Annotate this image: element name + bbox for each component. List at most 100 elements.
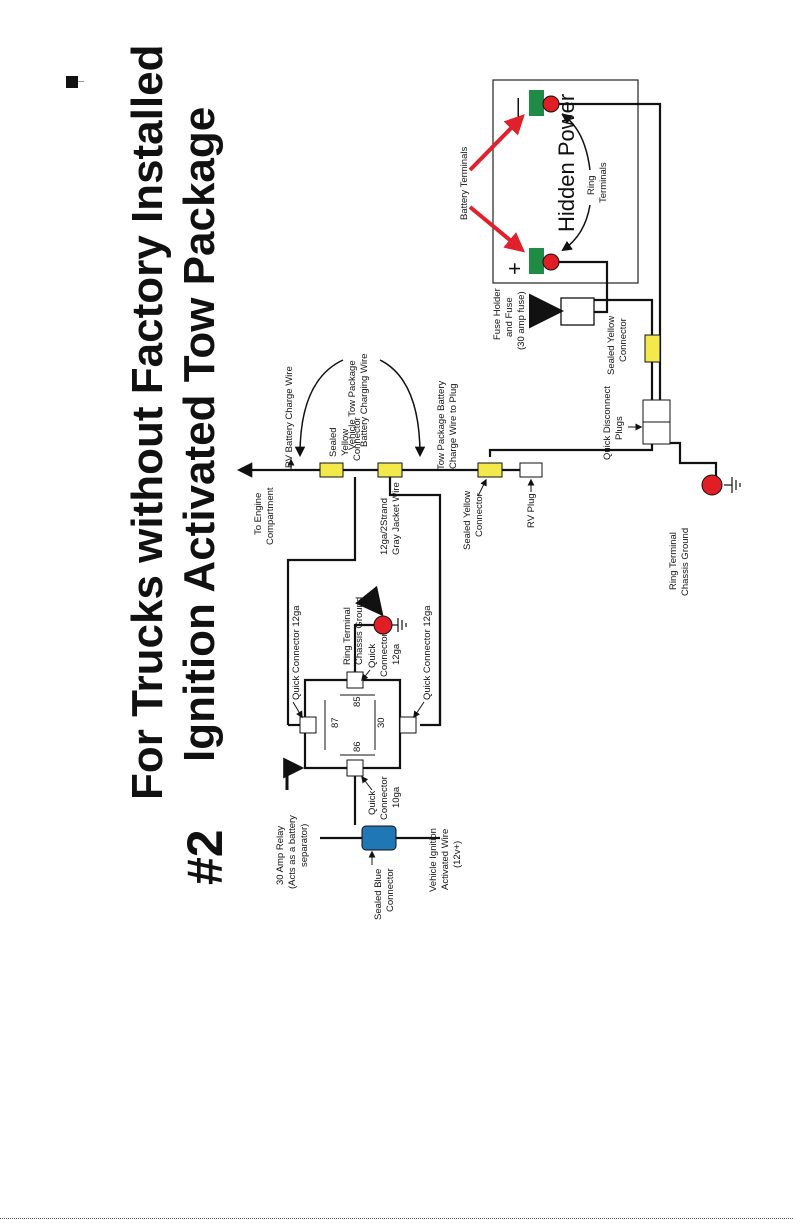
tow-package-label-2: Charge Wire to Plug xyxy=(448,383,459,469)
wire-tow-to-disconnect xyxy=(488,444,654,457)
pin87-label: 87 xyxy=(330,717,341,728)
ring-terminal-arrow-pos xyxy=(561,204,591,252)
rv-plug-label: RV Plug xyxy=(526,493,537,528)
quick-disconnect-label-1: Quick Disconnect xyxy=(602,386,613,460)
sealed-yellow-mid-label-1: Sealed xyxy=(328,427,339,457)
qc10-label-3: 10ga xyxy=(391,786,402,808)
sealed-yellow-mid-label-3: Connector xyxy=(352,417,363,461)
ring-terminal-ground-mid xyxy=(373,615,393,635)
rv-battery-charge-label: RV Battery Charge Wire xyxy=(284,366,295,468)
fuse-label-2: and Fuse xyxy=(504,297,515,337)
sealed-blue-label-1: Sealed Blue xyxy=(373,869,384,920)
qc85-label-2: Connector xyxy=(379,633,390,677)
quick-disconnect-plug-a xyxy=(642,399,671,423)
ring-terminals-label-2: Terminals xyxy=(598,162,609,203)
wire-to-pin87 xyxy=(286,477,357,725)
ignition-label-2: Activated Wire xyxy=(440,829,451,890)
title-number: #2 xyxy=(177,829,233,885)
main-wires xyxy=(236,444,654,478)
quick-disconnect-plug-b xyxy=(642,421,671,445)
ground-symbol-mid xyxy=(392,618,407,632)
qc85-arrow xyxy=(361,669,371,682)
gray-jacket-label-1: 12ga/2Strand xyxy=(379,498,390,555)
sealed-yellow-connector-top xyxy=(644,334,661,363)
fuse-output-wire xyxy=(594,298,654,337)
gray-jacket-label-2: Gray Jacket Wire xyxy=(391,482,402,555)
sealed-yellow-low-label-1: Sealed Yellow xyxy=(462,491,473,550)
qc10-label-1: Quick xyxy=(367,790,378,815)
relay-label-1: 30 Amp Relay xyxy=(275,826,286,885)
battery-box xyxy=(492,79,639,284)
vehicle-tow-label-1: Vehicle Tow Package xyxy=(347,360,358,450)
battery-terminals-label: Battery Terminals xyxy=(459,147,470,220)
to-engine-label-1: To Engine xyxy=(253,493,264,535)
positive-terminal xyxy=(529,248,544,274)
ring-terminals-label-1: Ring xyxy=(586,175,597,195)
sealed-yellow-connector-low xyxy=(477,462,503,478)
ground-mid-arrow xyxy=(355,585,384,617)
page-bottom-dotted-line xyxy=(0,1218,793,1219)
sealed-blue-connector xyxy=(361,825,397,851)
ring-ground-mid-label-2: Chassis Ground xyxy=(354,597,365,665)
battery-section: Hidden Power — + Battery Terminals Ring … xyxy=(459,79,639,284)
qc85-label-1: Quick xyxy=(367,643,378,668)
battery-plus-sign: + xyxy=(502,262,527,275)
page-corner-mark xyxy=(66,76,84,88)
battery-wires xyxy=(559,102,718,480)
qc10-label-2: Connector xyxy=(379,776,390,820)
negative-terminal xyxy=(529,90,544,116)
quick-connector-pin86 xyxy=(346,759,364,777)
ring-terminal-arrow-neg xyxy=(561,113,591,171)
ground-wire-right xyxy=(660,441,718,480)
ring-ground-right-label-1: Ring Terminal xyxy=(668,532,679,590)
quick-disconnect-label-2: Plugs xyxy=(614,416,625,440)
sealed-yellow-low-arrow xyxy=(477,478,487,497)
qc85-label-3: 12ga xyxy=(391,643,402,665)
ignition-label-3: (12v+) xyxy=(452,841,463,868)
qc12-top-label: Quick Connector 12ga xyxy=(291,605,302,700)
ring-terminal-positive xyxy=(542,253,560,271)
title-line1: For Trucks without Factory Installed xyxy=(123,45,172,800)
battery-terminal-arrow-neg xyxy=(468,114,525,172)
battery-brand: Hidden Power xyxy=(554,94,579,232)
sealed-blue-label-2: Connector xyxy=(385,868,396,912)
negative-wire xyxy=(559,102,662,443)
quick-connector-pin87 xyxy=(299,716,317,734)
relay-label-3: separator) xyxy=(299,824,310,867)
wire-to-pin30 xyxy=(420,560,442,727)
vehicle-tow-label-2: Battery Charging Wire xyxy=(359,354,370,447)
tow-package-label-1: Tow Package Battery xyxy=(436,381,447,470)
qc12-bottom-label: Quick Connector 12ga xyxy=(422,605,433,700)
pin30-label: 30 xyxy=(376,717,387,728)
ring-terminal-ground-right xyxy=(701,474,723,496)
quick-connector-pin30 xyxy=(399,716,417,734)
title-line2: Ignition Activated Tow Package xyxy=(175,107,224,762)
fuse-to-positive-wire xyxy=(559,260,609,314)
page-title: For Trucks without Factory Installed Ign… xyxy=(123,45,233,885)
sealed-yellow-low-label-2: Connector xyxy=(474,493,485,537)
qc12-top-arrow xyxy=(292,701,303,719)
sealed-yellow-connector-gray xyxy=(377,462,403,478)
quick-connector-pin85 xyxy=(346,671,364,689)
fuse-label-1: Fuse Holder xyxy=(492,288,503,340)
battery-terminal-arrow-pos xyxy=(468,205,526,253)
pin85-label: 85 xyxy=(352,696,363,707)
wire-pin85-ground xyxy=(353,623,378,673)
relay-arrow xyxy=(283,757,305,790)
qc10-arrow xyxy=(361,775,373,791)
to-engine-label-2: Compartment xyxy=(265,487,276,545)
fuse-holder xyxy=(560,297,595,326)
relay-label-2: (Acts as a battery xyxy=(287,815,298,889)
battery-minus-sign: — xyxy=(504,98,529,120)
sealed-yellow-top-label-2: Connector xyxy=(618,318,629,362)
ignition-label-1: Vehicle Ignition xyxy=(428,828,439,892)
ring-terminal-negative xyxy=(542,95,560,113)
ground-symbol-right xyxy=(724,477,741,493)
ring-ground-mid-label-1: Ring Terminal xyxy=(342,607,353,665)
rv-plug xyxy=(519,462,543,478)
vehicle-tow-arrow-right xyxy=(379,359,426,458)
sealed-yellow-top-label-1: Sealed Yellow xyxy=(606,316,617,375)
fuse-label-3: (30 amp fuse) xyxy=(516,291,527,350)
